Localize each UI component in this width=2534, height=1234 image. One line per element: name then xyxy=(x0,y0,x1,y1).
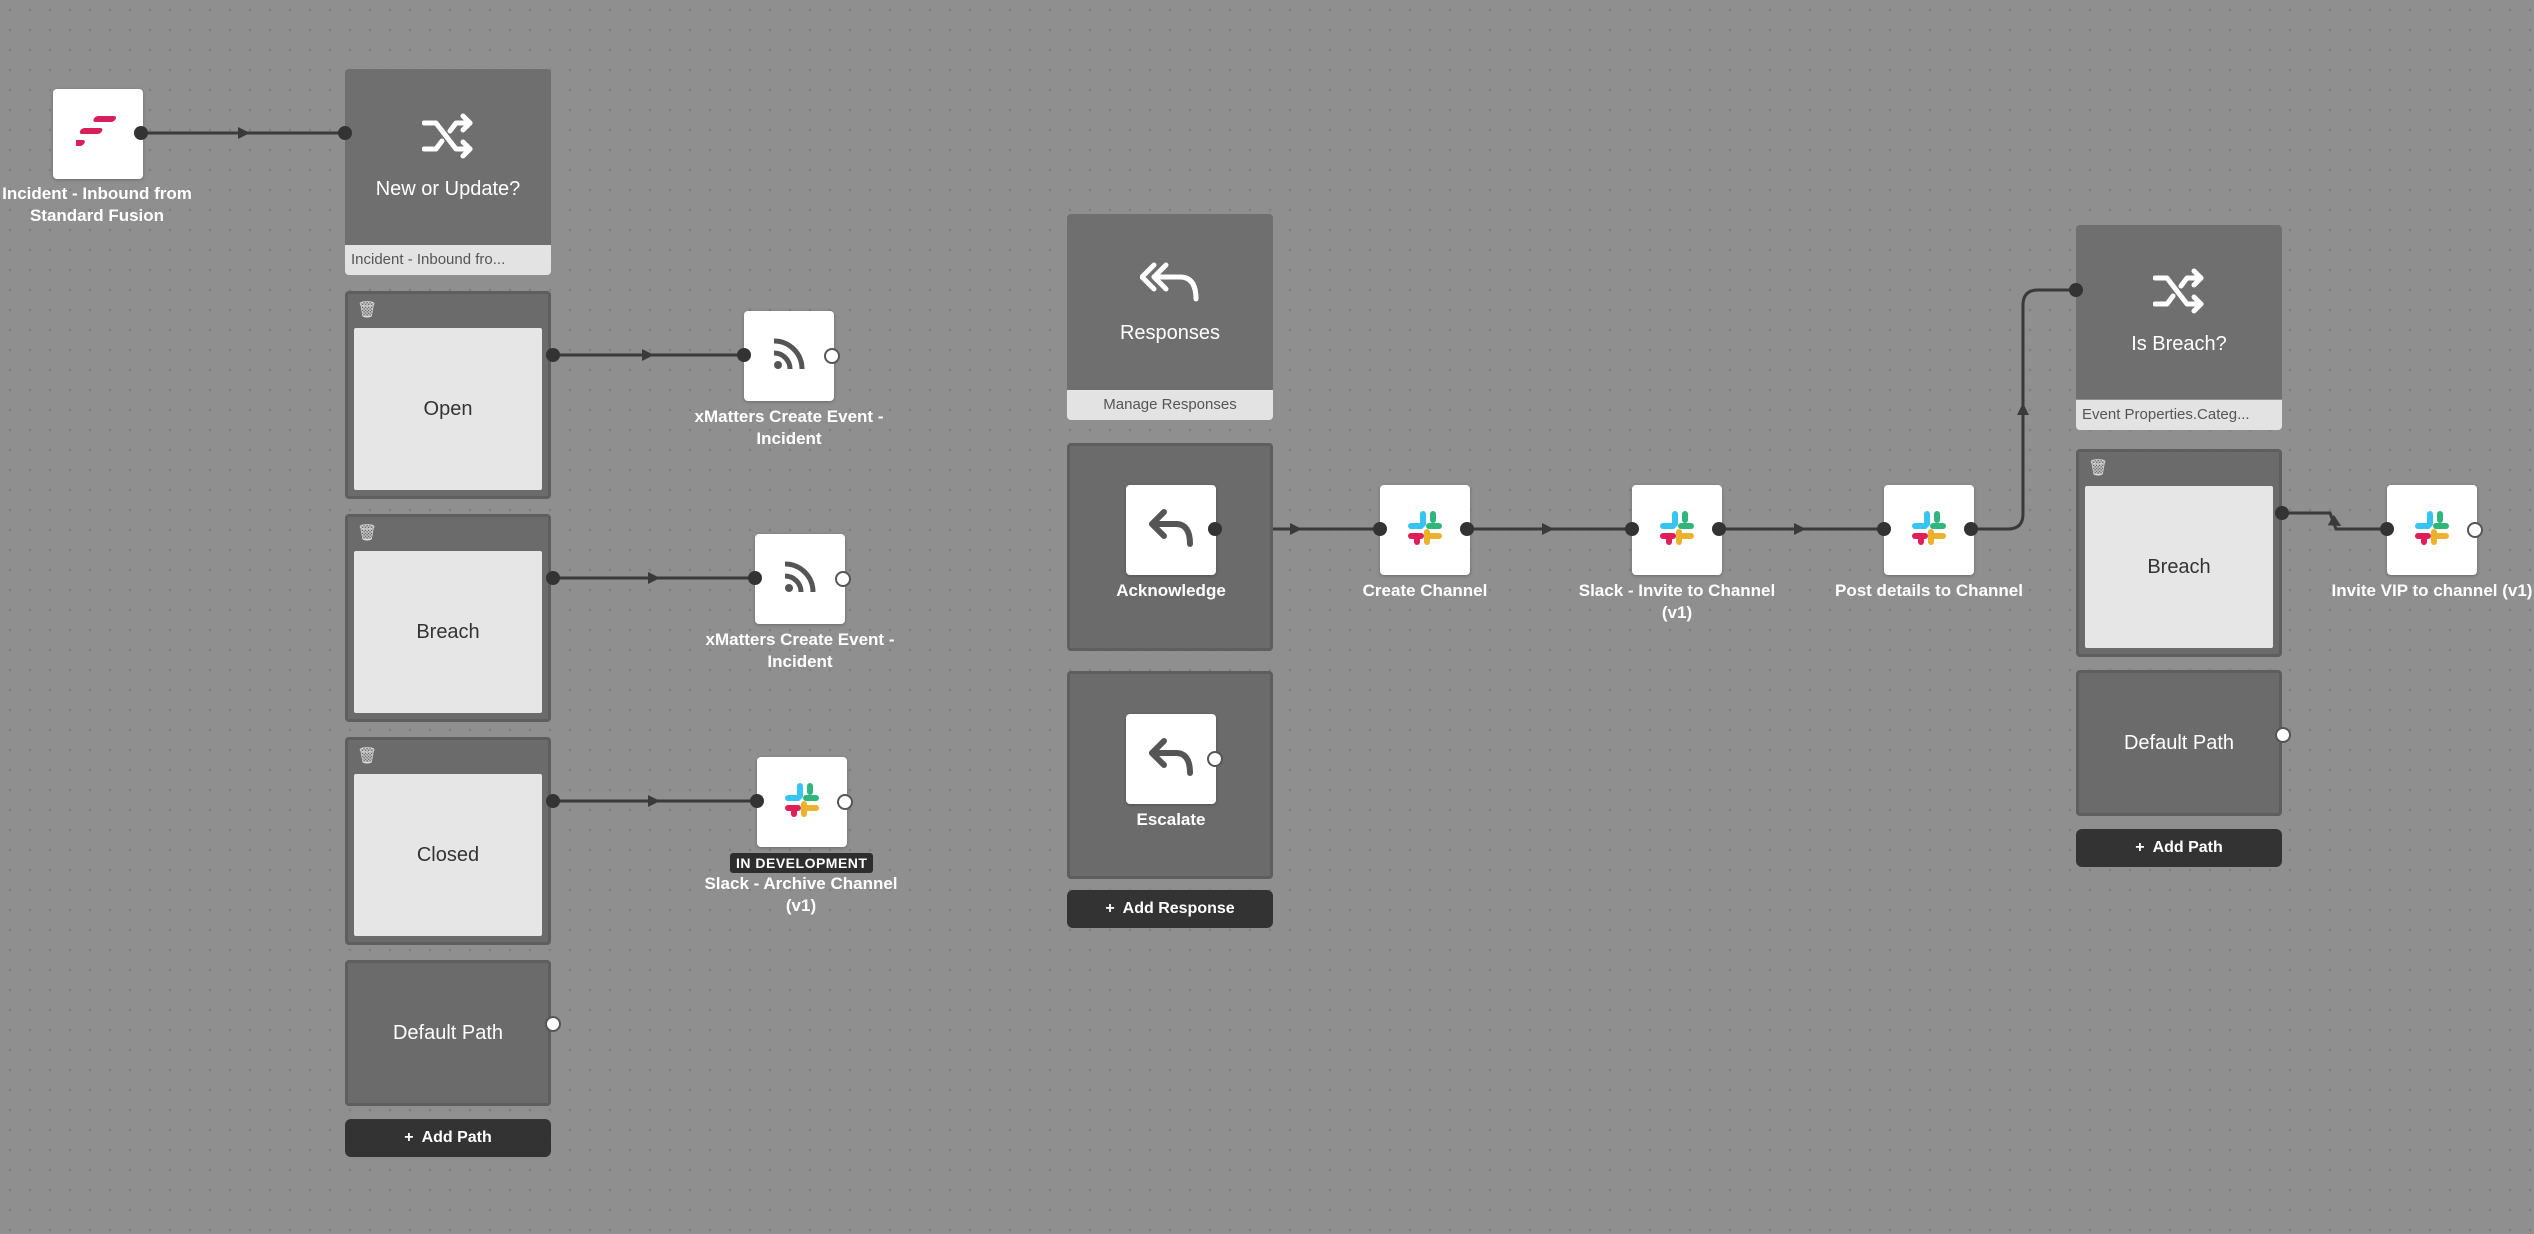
responses-title: Responses xyxy=(1119,322,1221,344)
path-breach-port[interactable] xyxy=(2275,506,2289,520)
default-path-port[interactable] xyxy=(2275,727,2291,743)
default-path[interactable]: Default Path xyxy=(2076,670,2282,816)
xmatters-flow-icon xyxy=(68,114,120,155)
step-slack-invite-to-channel[interactable] xyxy=(1632,485,1722,575)
step-label: Slack - Archive Channel (v1) xyxy=(704,874,898,915)
output-port[interactable] xyxy=(1712,522,1726,536)
step-label: Post details to Channel xyxy=(1835,581,2023,600)
reply-icon xyxy=(1148,737,1194,782)
shuffle-icon xyxy=(421,113,474,164)
slack-icon xyxy=(1658,509,1696,552)
trash-icon[interactable]: 🗑 xyxy=(357,302,378,319)
escalate-node[interactable] xyxy=(1126,714,1216,804)
trash-icon[interactable]: 🗑 xyxy=(357,525,378,542)
switch-is-breach[interactable]: Is Breach? xyxy=(2076,225,2282,399)
path-breach[interactable]: 🗑 Breach xyxy=(2076,449,2282,657)
acknowledge-output-port[interactable] xyxy=(1208,522,1222,536)
step-create-channel[interactable] xyxy=(1380,485,1470,575)
default-path-port[interactable] xyxy=(545,1016,561,1032)
switch-new-or-update[interactable]: New or Update? xyxy=(345,69,551,245)
step-label: Create Channel xyxy=(1362,581,1488,600)
slack-icon xyxy=(783,781,821,824)
reply-all-icon xyxy=(1139,259,1200,308)
manage-responses-link[interactable]: Manage Responses xyxy=(1067,390,1273,420)
reply-icon xyxy=(1148,508,1194,553)
input-port[interactable] xyxy=(1373,522,1387,536)
path-open-port[interactable] xyxy=(546,348,560,362)
switch-subtitle: Incident - Inbound fro... xyxy=(345,245,551,275)
step-invite-vip-to-channel[interactable] xyxy=(2387,485,2477,575)
slack-icon xyxy=(1406,509,1444,552)
input-port[interactable] xyxy=(748,571,762,585)
response-label: Acknowledge xyxy=(1116,581,1226,600)
switch-subtitle: Event Properties.Categ... xyxy=(2076,400,2282,430)
plus-icon: + xyxy=(404,1129,414,1146)
trigger-node[interactable] xyxy=(53,89,143,179)
switch-title: New or Update? xyxy=(375,178,521,200)
output-port[interactable] xyxy=(837,794,853,810)
add-path-button[interactable]: + Add Path xyxy=(345,1119,551,1157)
switch-title: Is Breach? xyxy=(2131,333,2227,355)
output-port[interactable] xyxy=(1460,522,1474,536)
step-label: Invite VIP to channel (v1) xyxy=(2331,581,2533,600)
trash-icon[interactable]: 🗑 xyxy=(2088,460,2109,477)
escalate-output-port[interactable] xyxy=(1207,751,1223,767)
step-post-details-to-channel[interactable] xyxy=(1884,485,1974,575)
slack-icon xyxy=(1910,509,1948,552)
output-port[interactable] xyxy=(1964,522,1978,536)
slack-icon xyxy=(2413,509,2451,552)
default-path[interactable]: Default Path xyxy=(345,960,551,1106)
step-label: Slack - Invite to Channel (v1) xyxy=(1578,581,1776,622)
trash-icon[interactable]: 🗑 xyxy=(357,748,378,765)
path-label: Breach xyxy=(2085,486,2273,648)
step-label: xMatters Create Event - Incident xyxy=(694,407,884,448)
step-xmatters-create-event-1[interactable] xyxy=(744,311,834,401)
switch-input-port[interactable] xyxy=(338,126,352,140)
add-response-button[interactable]: + Add Response xyxy=(1067,890,1273,928)
plus-icon: + xyxy=(2135,839,2145,856)
add-path-button[interactable]: + Add Path xyxy=(2076,829,2282,867)
input-port[interactable] xyxy=(1625,522,1639,536)
shuffle-icon xyxy=(2152,268,2205,319)
path-breach[interactable]: 🗑 Breach xyxy=(345,514,551,722)
plus-icon: + xyxy=(1105,900,1115,917)
step-label: xMatters Create Event - Incident xyxy=(705,630,895,671)
path-closed-port[interactable] xyxy=(546,794,560,808)
switch-input-port[interactable] xyxy=(2069,283,2083,297)
input-port[interactable] xyxy=(750,794,764,808)
responses-panel[interactable]: Responses xyxy=(1067,214,1273,390)
path-label: Breach xyxy=(354,551,542,713)
in-development-badge: IN DEVELOPMENT xyxy=(730,853,874,873)
output-port[interactable] xyxy=(824,348,840,364)
output-port[interactable] xyxy=(2467,522,2483,538)
trigger-label: Incident - Inbound from Standard Fusion xyxy=(2,184,192,225)
step-xmatters-create-event-2[interactable] xyxy=(755,534,845,624)
acknowledge-node[interactable] xyxy=(1126,485,1216,575)
input-port[interactable] xyxy=(2380,522,2394,536)
step-slack-archive-channel[interactable] xyxy=(757,757,847,847)
path-label: Closed xyxy=(354,774,542,936)
rss-icon xyxy=(772,337,806,376)
rss-icon xyxy=(783,560,817,599)
path-breach-port[interactable] xyxy=(546,571,560,585)
path-closed[interactable]: 🗑 Closed xyxy=(345,737,551,945)
response-label: Escalate xyxy=(1136,810,1206,829)
trigger-output-port[interactable] xyxy=(134,126,148,140)
input-port[interactable] xyxy=(1877,522,1891,536)
path-label: Open xyxy=(354,328,542,490)
output-port[interactable] xyxy=(835,571,851,587)
input-port[interactable] xyxy=(737,348,751,362)
path-open[interactable]: 🗑 Open xyxy=(345,291,551,499)
